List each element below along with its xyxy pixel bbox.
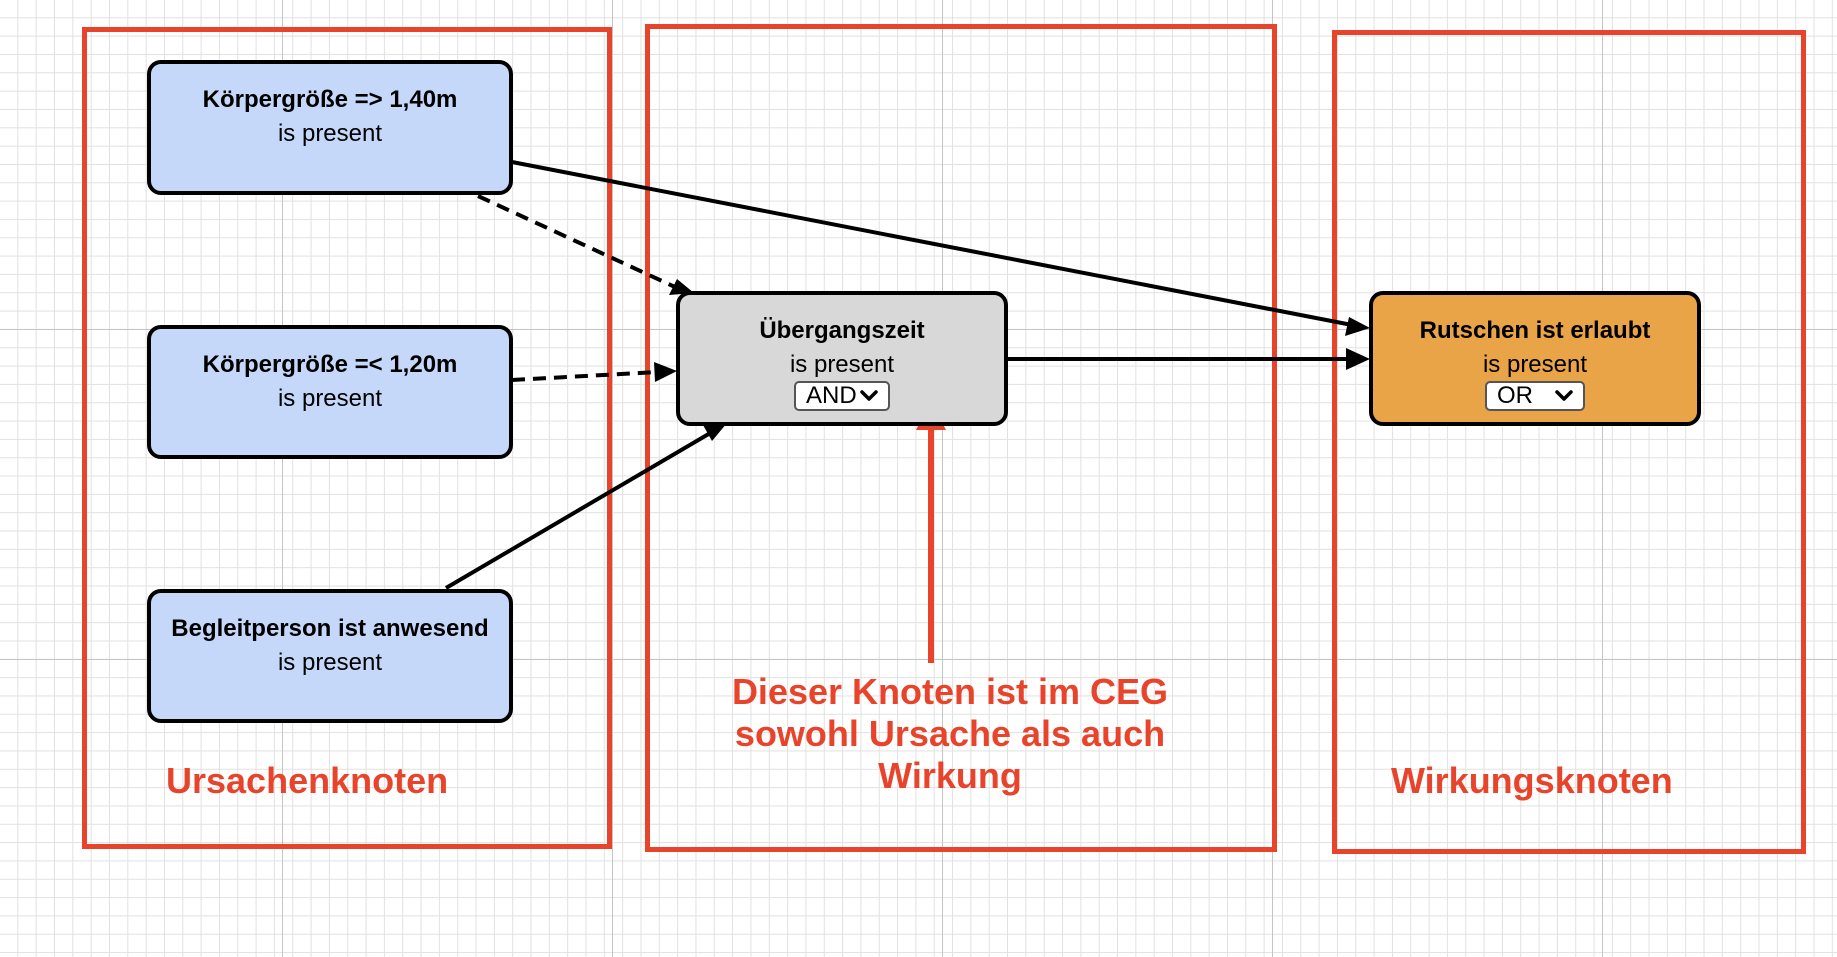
chevron-down-icon	[1555, 390, 1573, 401]
annotation-line: Wirkung	[878, 755, 1022, 796]
arrowhead-begleitperson-to-uebergangszeit	[703, 423, 727, 441]
edge-koerper140-to-uebergangszeit[interactable]	[477, 194, 676, 289]
middle-region-frame	[645, 24, 1277, 852]
node-title: Körpergröße => 1,40m	[202, 86, 458, 113]
node-koerpergroesse-120[interactable]: Körpergröße =< 1,20m is present	[147, 325, 513, 459]
logic-operator-value: OR	[1497, 382, 1533, 409]
node-koerpergroesse-140[interactable]: Körpergröße => 1,40m is present	[147, 60, 513, 195]
node-state: is present	[277, 385, 383, 412]
node-title: Übergangszeit	[759, 317, 925, 344]
node-state: is present	[277, 120, 383, 147]
arrowhead-koerper120-to-uebergangszeit	[654, 362, 677, 382]
chevron-down-icon	[860, 390, 878, 401]
node-begleitperson[interactable]: Begleitperson ist anwesend is present	[147, 589, 513, 723]
node-title: Körpergröße =< 1,20m	[202, 351, 458, 378]
node-state: is present	[1482, 351, 1588, 378]
node-rutschen-erlaubt[interactable]: Rutschen ist erlaubt is present OR	[1369, 291, 1701, 426]
node-state: is present	[789, 351, 895, 378]
annotation-text: Dieser Knoten ist im CEG sowohl Ursache …	[690, 671, 1210, 797]
edge-koerper120-to-uebergangszeit[interactable]	[511, 370, 659, 382]
edge-begleitperson-to-uebergangszeit[interactable]	[444, 430, 714, 590]
edge-koerper140-to-rutschen[interactable]	[511, 160, 1353, 327]
arrowhead-uebergangszeit-to-rutschen	[1346, 348, 1370, 370]
logic-operator-select[interactable]: AND	[794, 381, 890, 411]
arrowhead-koerper140-to-rutschen	[1345, 317, 1370, 336]
cause-region-label: Ursachenknoten	[166, 760, 449, 801]
logic-operator-select[interactable]: OR	[1485, 381, 1585, 411]
node-title: Rutschen ist erlaubt	[1419, 317, 1651, 344]
effect-region-frame	[1332, 30, 1806, 854]
node-uebergangszeit[interactable]: Übergangszeit is present AND	[676, 291, 1008, 426]
node-state: is present	[277, 649, 383, 676]
node-title: Begleitperson ist anwesend	[171, 615, 489, 642]
annotation-line: Dieser Knoten ist im CEG	[731, 671, 1169, 712]
logic-operator-value: AND	[806, 382, 857, 409]
cause-region-frame	[82, 27, 612, 849]
effect-region-label: Wirkungsknoten	[1391, 760, 1673, 801]
annotation-line: sowohl Ursache als auch	[734, 713, 1166, 754]
